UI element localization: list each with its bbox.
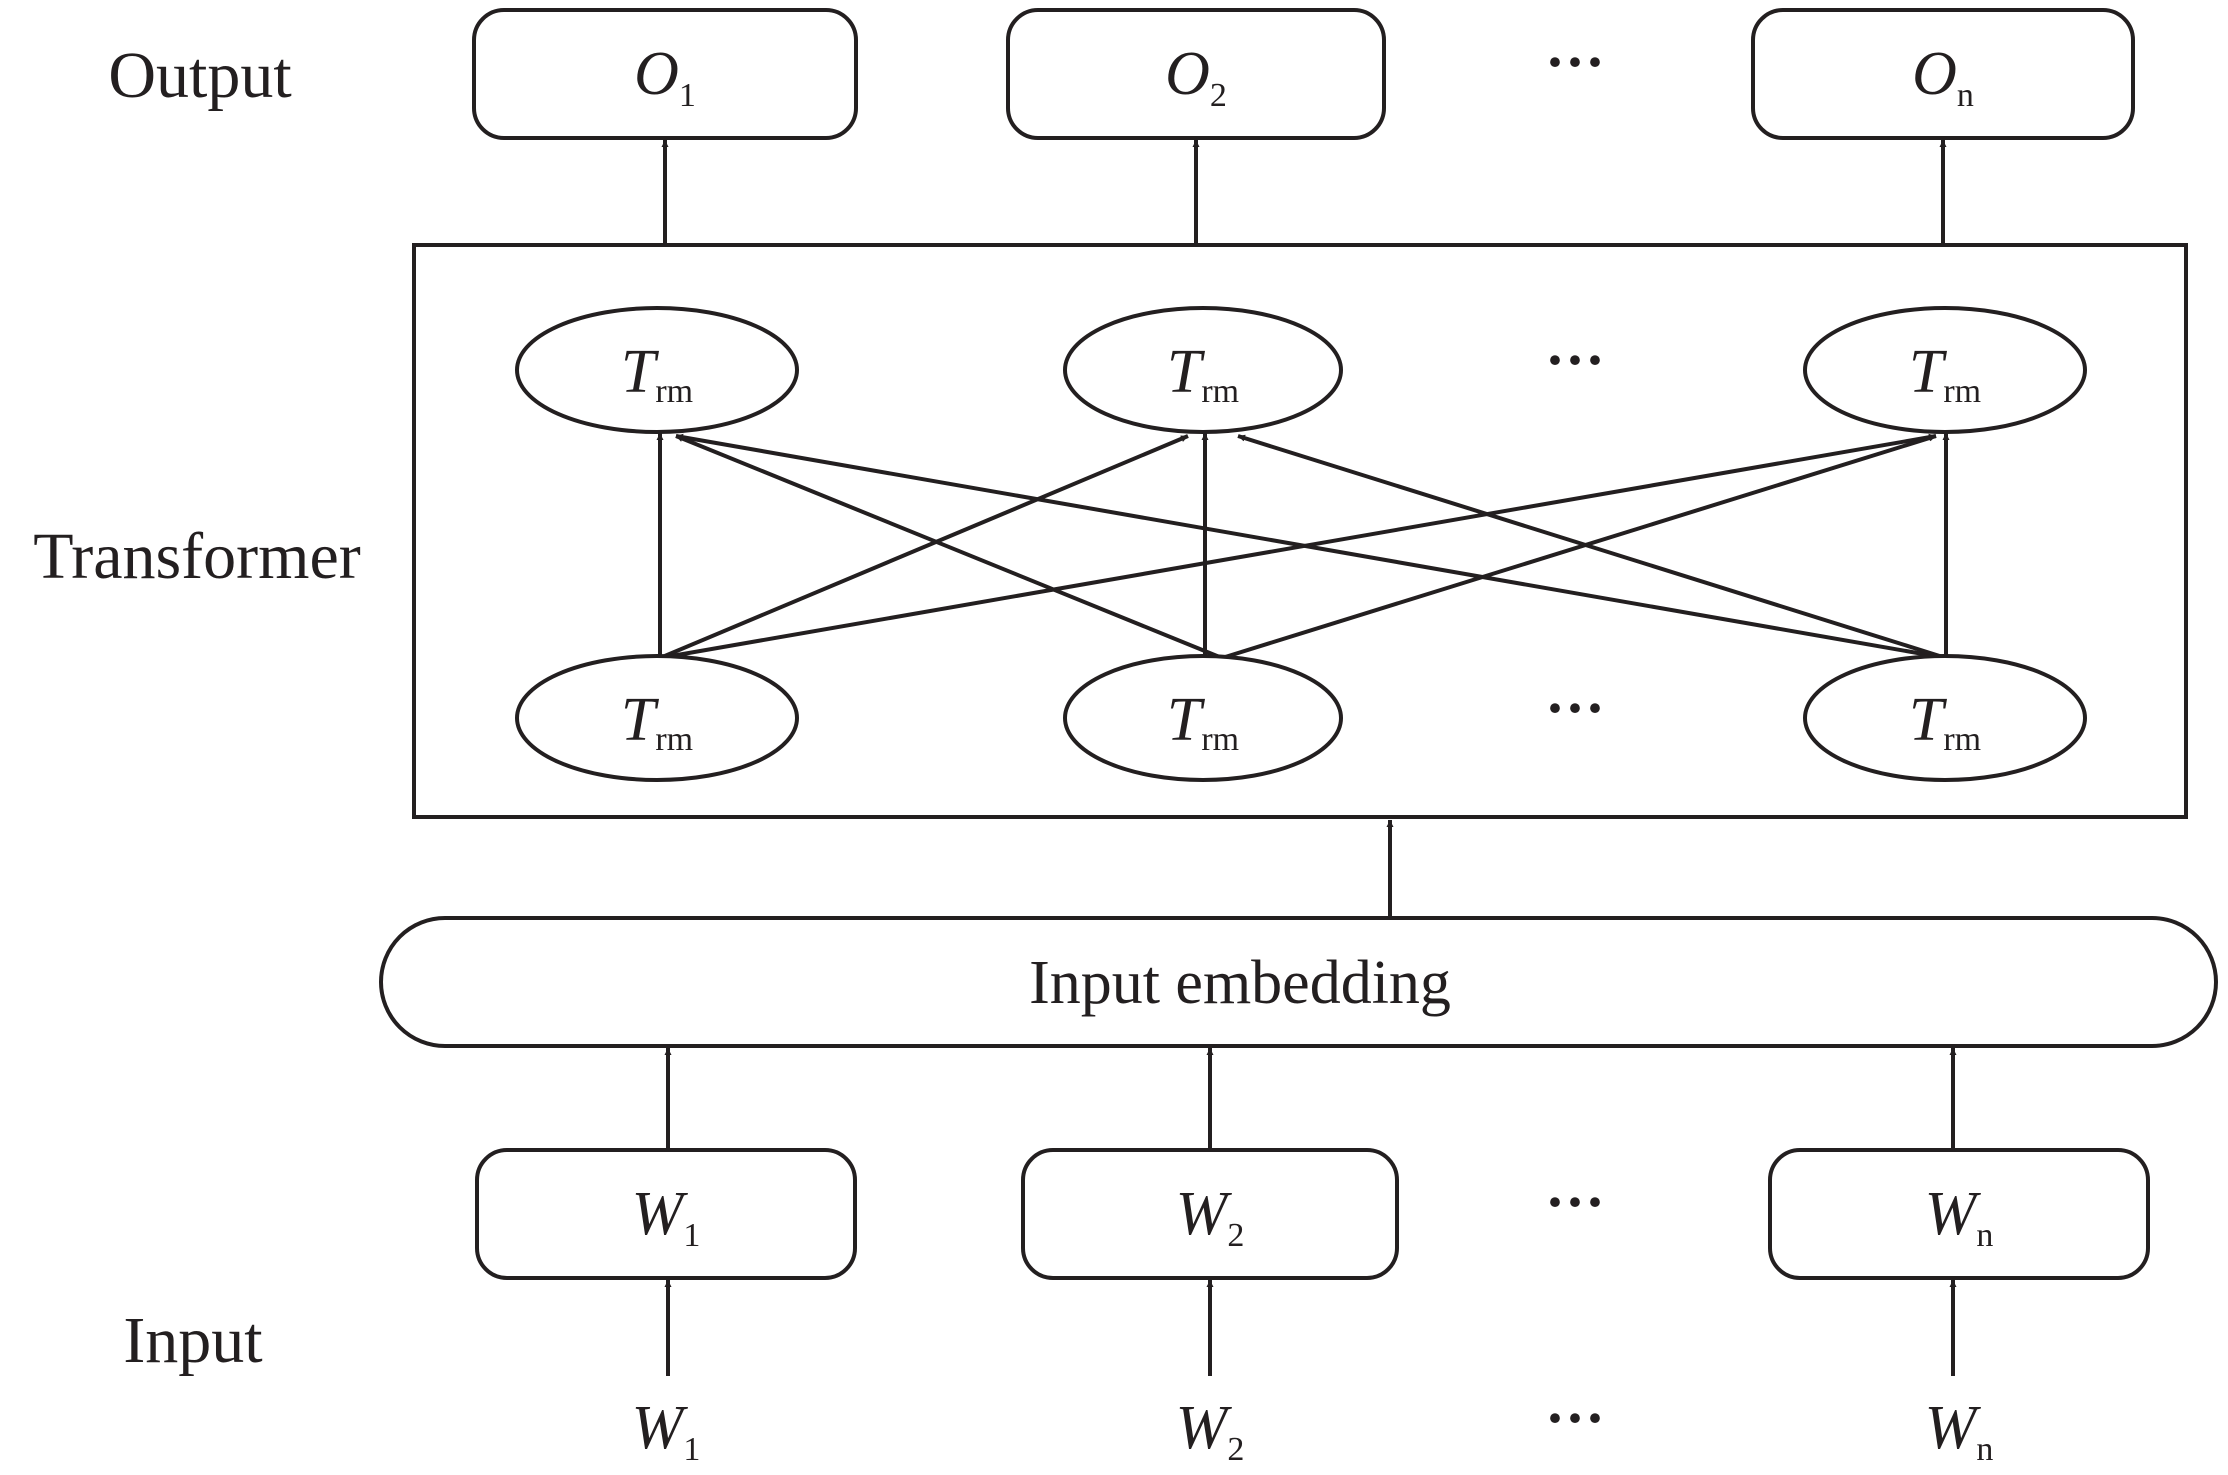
svg-text:O1: O1 [634, 40, 696, 114]
trm-node-top-n: Trm [1803, 306, 2087, 434]
input-word-2: W2 [1176, 1394, 1245, 1468]
transformer-row-label: Transformer [33, 520, 361, 593]
input-embedding-box: Input embedding [379, 916, 2218, 1048]
trm-node-bottom-1: Trm [515, 654, 799, 782]
input-word-1: W1 [632, 1394, 701, 1468]
trm-node-top-1: Trm [515, 306, 799, 434]
svg-text:On: On [1912, 40, 1974, 114]
svg-text:Trm: Trm [1167, 338, 1239, 410]
output-ellipsis: ··· [1545, 29, 1605, 95]
trm-connection-arrows [656, 433, 1950, 660]
trm-node-bottom-2: Trm [1063, 654, 1343, 782]
svg-text:Trm: Trm [621, 686, 693, 758]
transformer-to-output-arrows [661, 140, 1947, 245]
svg-text:Trm: Trm [1909, 686, 1981, 758]
output-box-2: O2 [1006, 8, 1386, 140]
svg-text:Trm: Trm [621, 338, 693, 410]
word-box-ellipsis: ··· [1545, 1169, 1605, 1235]
svg-text:W2: W2 [1176, 1180, 1245, 1254]
trm-top-ellipsis: ··· [1545, 327, 1605, 393]
output-box-1: O1 [472, 8, 858, 140]
output-row-label: Output [108, 39, 291, 112]
word-box-1: W1 [475, 1148, 857, 1280]
word-to-embedding-arrows [664, 1048, 1957, 1150]
input-row-label: Input [123, 1304, 262, 1377]
input-embedding-label: Input embedding [1029, 949, 1451, 1017]
trm-bottom-ellipsis: ··· [1545, 675, 1605, 741]
input-word-ellipsis: ··· [1545, 1385, 1605, 1451]
transformer-block [412, 243, 2188, 819]
output-box-n: On [1751, 8, 2135, 140]
svg-text:W1: W1 [632, 1180, 701, 1254]
svg-text:Wn: Wn [1925, 1180, 1994, 1254]
svg-text:Trm: Trm [1167, 686, 1239, 758]
trm-node-bottom-n: Trm [1803, 654, 2087, 782]
svg-text:O2: O2 [1165, 40, 1227, 114]
input-to-word-box-arrows [664, 1280, 1957, 1376]
input-word-n: Wn [1925, 1394, 1994, 1468]
word-box-2: W2 [1021, 1148, 1399, 1280]
svg-text:Trm: Trm [1909, 338, 1981, 410]
trm-node-top-2: Trm [1063, 306, 1343, 434]
word-box-n: Wn [1768, 1148, 2150, 1280]
